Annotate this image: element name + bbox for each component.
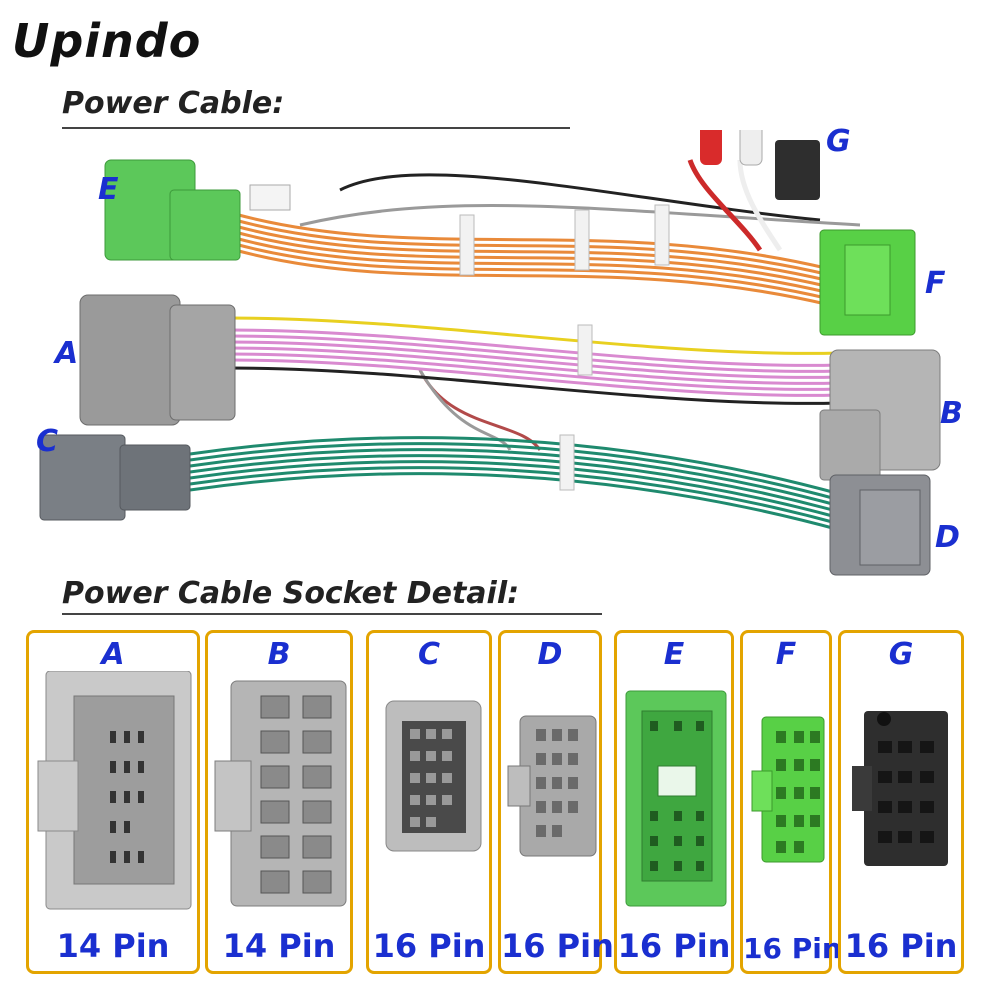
socket-panel-e: E 16 Pin [614,630,734,974]
green-wire-bundle [189,436,841,532]
socket-panel-g: G 16 Pin [838,630,964,974]
socket-letter: B [267,637,291,672]
harness-label-a: A [55,336,79,371]
socket-b-graphic [214,680,347,907]
pin-count: 16 Pin [372,927,486,965]
socket-letter: C [417,637,441,672]
pin-count: 16 Pin [743,932,842,965]
socket-panel-b: B 14 Pin [205,630,353,974]
orange-wire-bundle [234,212,831,307]
pink-wire-bundle [229,316,841,405]
harness-label-e: E [98,172,119,207]
harness-connector-b [819,349,941,481]
harness-connector-e [104,159,241,261]
misc-wires [299,159,861,451]
socket-e-graphic [625,690,727,907]
harness-connector-c [39,434,191,521]
socket-panel-a: A 14 Pin [26,630,200,974]
socket-g-graphic [852,711,948,866]
socket-c-graphic [385,700,482,852]
harness-label-d: D [935,520,960,555]
harness-label-g: G [826,124,851,159]
zip-ties [459,204,670,491]
socket-d-graphic [507,715,597,857]
socket-a-graphic [37,671,192,910]
pin-count: 16 Pin [501,927,614,965]
pin-count: 14 Pin [56,927,170,965]
socket-panel-f: F 16 Pin [740,630,842,974]
harness-illustration [39,130,941,576]
small-white-plug [249,184,291,211]
pin-count: 16 Pin [844,927,958,965]
brand-logo: Upindo [12,14,202,68]
harness-connector-d [829,474,931,576]
socket-letter: G [888,637,914,672]
harness-connector-g [775,140,820,200]
harness-label-b: B [940,396,963,431]
socket-f-graphic [751,716,825,863]
rca-plugs [700,130,763,166]
harness-connector-a [79,294,236,426]
socket-panel-c: C 16 Pin [366,630,492,974]
socket-letter: A [101,637,125,672]
socket-title-underline [62,613,602,615]
pin-count: 14 Pin [222,927,336,965]
harness-connector-f [819,229,916,336]
socket-letter: E [663,637,685,672]
socket-letter: F [775,637,797,672]
power-cable-title: Power Cable: [62,86,285,121]
socket-letter: D [537,637,563,672]
socket-detail-title: Power Cable Socket Detail: [62,576,520,611]
harness-label-c: C [36,424,59,459]
title-underline [62,127,570,129]
harness-label-f: F [925,266,946,301]
socket-panel-d: D 16 Pin [498,630,614,974]
pin-count: 16 Pin [617,927,731,965]
